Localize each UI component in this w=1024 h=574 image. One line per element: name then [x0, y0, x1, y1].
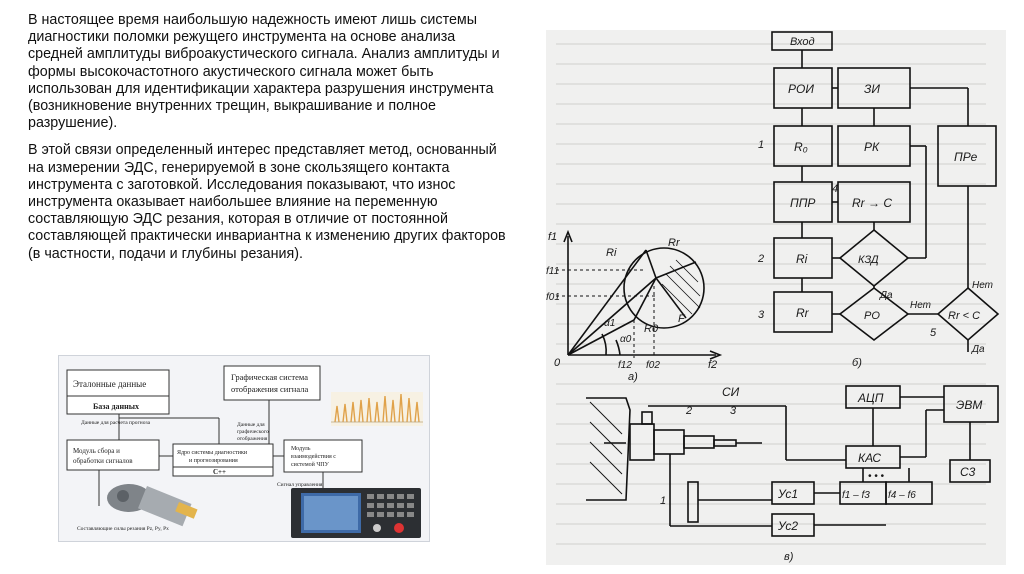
graph-label-origin: 0 [554, 357, 561, 369]
forces-label: Составляющие силы резания Pz, Py, Px [77, 526, 169, 532]
graph-label-a0: α0 [620, 334, 632, 345]
flow-ri: Ri [796, 252, 808, 266]
flow-rr-c: Rr → C [852, 196, 892, 210]
signal-spikes-graphic [331, 392, 423, 426]
schem-num-3: 3 [730, 405, 737, 417]
flow-no-1: Нет [910, 300, 931, 311]
flow-rr: Rr [796, 306, 810, 320]
label-b: б) [852, 357, 862, 369]
flow-num-2: 2 [757, 253, 764, 265]
core-lang-label: C++ [213, 468, 226, 476]
flow-num-3: 3 [758, 309, 765, 321]
cnc-module-label-1: Модуль [291, 446, 311, 452]
graph-label-ri: Ri [606, 247, 617, 259]
schematic-c-lines [586, 386, 998, 536]
graph-label-r0: R0 [644, 323, 659, 335]
graph-label-f1: f1 [548, 231, 557, 243]
core-label-2: и прогнозирования [189, 458, 238, 464]
flow-ppr: ППР [790, 196, 815, 210]
scan-texture [556, 44, 986, 544]
flow-num-1: 1 [758, 139, 764, 151]
schem-us1: Ус1 [777, 487, 798, 501]
flow-yes-2: Да [971, 344, 985, 355]
flow-r0: R₀ [794, 140, 808, 154]
schem-f1f3: f1 – f3 [842, 490, 870, 501]
collection-module-label-2: обработки сигналов [73, 457, 133, 465]
graphics-data-label-1: Данные для [237, 422, 265, 428]
text-column: В настоящее время наибольшую надежность … [28, 12, 506, 273]
flow-pk: РК [864, 140, 880, 154]
flow-no-2: Нет [972, 280, 993, 291]
label-a: а) [628, 371, 638, 383]
schem-evm: ЭВМ [956, 398, 982, 412]
flow-roi: РОИ [788, 82, 814, 96]
schem-si: СИ [722, 385, 740, 399]
spindle-sensor-image [107, 484, 198, 526]
flow-pre: ПРе [954, 150, 978, 164]
forecast-data-label: Данные для расчета прогноза [81, 420, 151, 426]
paragraph-2: В этой связи определенный интерес предст… [28, 142, 506, 262]
control-signal-label: Сигнал управления [277, 482, 323, 488]
schem-f4f6: f4 – f6 [888, 490, 916, 501]
graph-label-f02: f02 [646, 360, 660, 371]
schem-adc: АЦП [857, 391, 884, 405]
label-v: в) [784, 551, 794, 563]
graphics-system-label-1: Графическая система [231, 372, 308, 382]
paragraph-1: В настоящее время наибольшую надежность … [28, 12, 506, 132]
flow-num-5: 5 [930, 327, 937, 339]
schem-us2: Ус2 [777, 519, 798, 533]
graphics-system-label-2: отображения сигнала [231, 384, 308, 394]
graphics-data-label-2: графического [237, 428, 269, 435]
schem-s3: С3 [960, 465, 976, 479]
reference-data-label: Эталонные данные [73, 379, 146, 389]
schem-num-2: 2 [685, 405, 692, 417]
graph-a [556, 232, 720, 359]
cnc-module-label-3: системой ЧПУ [291, 461, 330, 468]
graph-label-f2: f2 [708, 359, 717, 371]
cnc-panel-image [291, 488, 421, 538]
graph-label-a1: α1 [604, 318, 615, 329]
flow-yes-1: Да [879, 290, 893, 301]
graphics-data-label-3: отображения [237, 435, 268, 442]
flow-zi: ЗИ [864, 82, 880, 96]
flow-rr-lt-c: Rr < C [948, 310, 980, 322]
graph-label-f01: f01 [546, 292, 560, 303]
flow-ro: РО [864, 310, 880, 322]
schem-kas: КАС [858, 451, 881, 465]
schematic-figure: f1 f11 f01 Ri Rr R0 F α1 α0 0 f12 f02 f2… [546, 30, 1006, 565]
graph-label-f12: f12 [618, 360, 632, 371]
graph-label-f11: f11 [546, 266, 559, 277]
flow-input: Вход [790, 36, 815, 48]
diagnostic-system-diagram: Эталонные данные База данных Данные для … [58, 355, 430, 542]
cnc-module-label-2: взаимодействия с [291, 453, 336, 460]
graph-label-rr: Rr [668, 237, 681, 249]
flow-kzd: КЗД [858, 254, 879, 266]
schem-dots: • • • [868, 471, 885, 482]
core-label-1: Ядро системы диагностики [177, 450, 248, 456]
schem-num-1: 1 [660, 495, 666, 507]
collection-module-label-1: Модуль сбора и [73, 447, 120, 455]
flow-num-4: 4 [832, 183, 838, 195]
database-label: База данных [93, 402, 139, 411]
